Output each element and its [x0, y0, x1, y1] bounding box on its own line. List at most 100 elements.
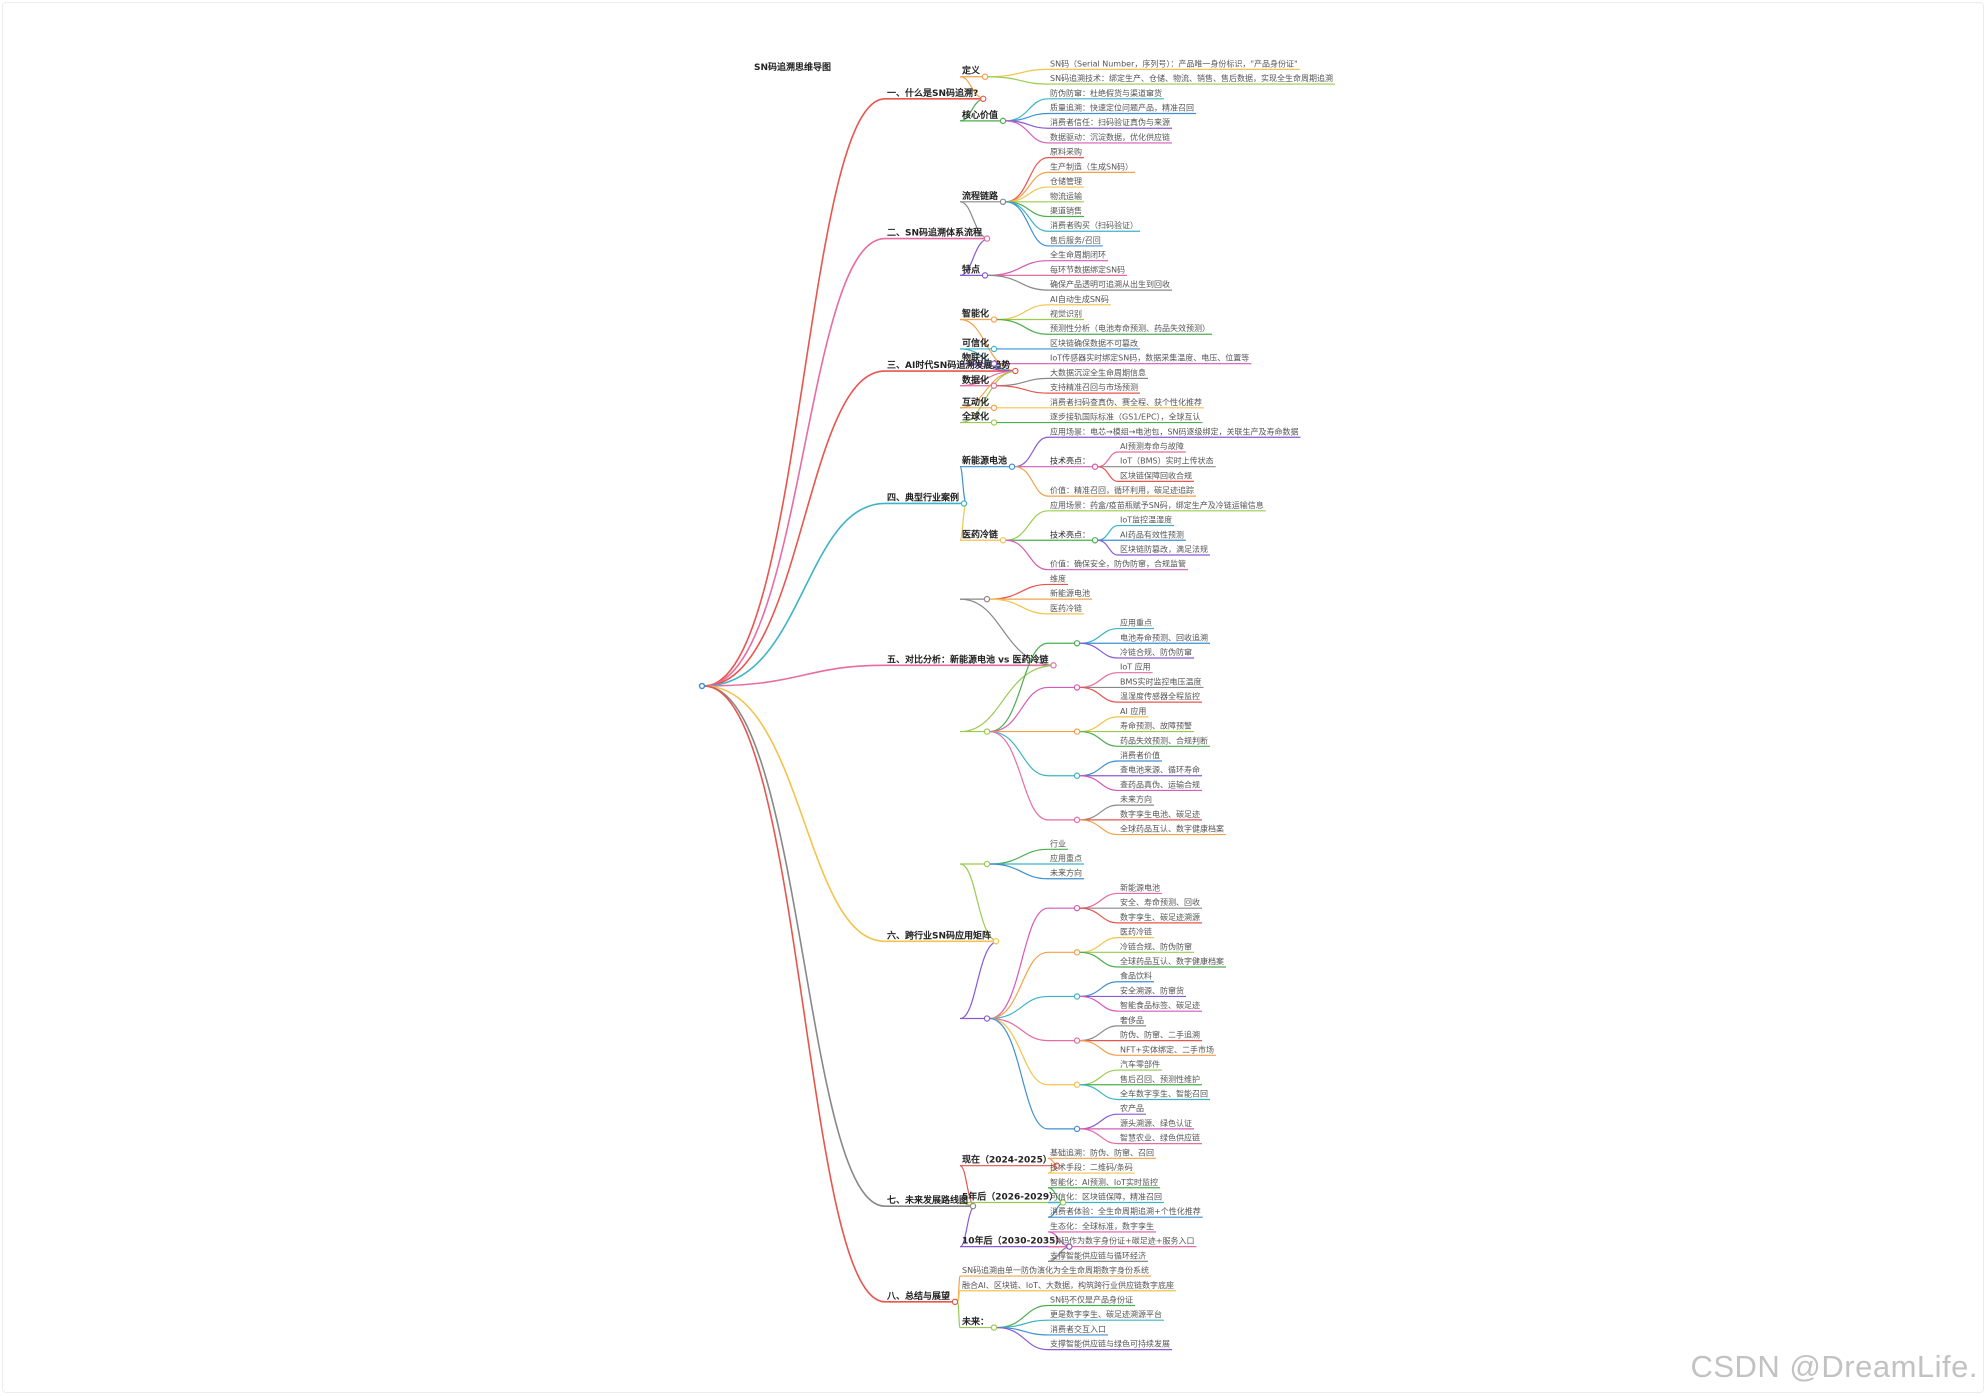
leaf-node[interactable]: AI 应用	[1120, 706, 1146, 716]
leaf-node[interactable]: 原料采购	[1050, 147, 1082, 157]
leaf-node[interactable]: 维度	[1050, 573, 1066, 583]
leaf-node[interactable]: 食品饮料	[1120, 971, 1152, 981]
leaf-node[interactable]: 售后召回、预测性维护	[1120, 1074, 1200, 1084]
topic-node[interactable]: 七、未来发展路线图	[887, 1194, 968, 1206]
collapse-toggle[interactable]	[983, 860, 991, 868]
collapse-toggle[interactable]	[983, 235, 991, 242]
topic-node[interactable]: 医药冷链	[962, 528, 999, 540]
leaf-node[interactable]: AI自动生成SN码	[1050, 294, 1109, 304]
leaf-node[interactable]: IoT 应用	[1120, 662, 1151, 672]
leaf-node[interactable]: 新能源电池	[1120, 882, 1160, 892]
leaf-node[interactable]: 逐步接轨国际标准（GS1/EPC），全球互认	[1050, 412, 1201, 422]
leaf-node[interactable]: 确保产品透明可追溯从出生到回收	[1050, 279, 1170, 289]
root-node[interactable]	[698, 682, 706, 690]
leaf-node[interactable]: SN码作为数字身份证+碳足迹+服务入口	[1050, 1236, 1194, 1246]
leaf-node[interactable]: 消费者体验：全生命周期追溯+个性化推荐	[1050, 1206, 1201, 1216]
leaf-node[interactable]: SN码不仅是产品身份证	[1050, 1294, 1133, 1304]
collapse-toggle[interactable]	[990, 316, 998, 323]
topic-node[interactable]: 核心价值	[962, 109, 998, 121]
leaf-node[interactable]: 温湿度传感器全程监控	[1120, 691, 1200, 701]
topic-node[interactable]: 现在（2024-2025）	[962, 1154, 1052, 1166]
leaf-node[interactable]: 新能源电池	[1050, 588, 1090, 598]
leaf-node[interactable]: IoT（BMS）实时上传状态	[1120, 456, 1214, 466]
leaf-node[interactable]: NFT+实体绑定、二手市场	[1120, 1044, 1214, 1054]
leaf-node[interactable]: 质量追溯：快速定位问题产品，精准召回	[1050, 103, 1194, 113]
leaf-node[interactable]: IoT传感器实时绑定SN码，数据采集温度、电压、位置等	[1050, 353, 1249, 363]
leaf-node[interactable]: 物流运输	[1050, 191, 1082, 201]
leaf-node[interactable]: 寿命预测、故障预警	[1120, 721, 1192, 731]
leaf-node[interactable]: 冷链合规、防伪防窜	[1120, 941, 1192, 951]
collapse-toggle[interactable]	[980, 95, 987, 102]
leaf-node[interactable]: 支撑智能供应链与循环经济	[1050, 1250, 1146, 1260]
leaf-node[interactable]: 技术手段：二维码/条码	[1050, 1162, 1133, 1172]
leaf-node[interactable]: 渠道销售	[1050, 206, 1082, 216]
collapse-toggle[interactable]	[983, 1015, 991, 1022]
leaf-node[interactable]: 基础追溯：防伪、防窜、召回	[1050, 1147, 1154, 1157]
leaf-node[interactable]: 未来方向	[1050, 868, 1082, 878]
topic-node[interactable]: 三、AI时代SN码追溯发展趋势	[887, 359, 1010, 371]
topic-node[interactable]: 技术亮点：	[1050, 456, 1090, 466]
leaf-node[interactable]: 消费者购买（扫码验证）	[1050, 220, 1138, 230]
collapse-toggle[interactable]	[1008, 463, 1016, 470]
leaf-node[interactable]: 消费者信任：扫码验证真伪与来源	[1050, 117, 1170, 127]
collapse-toggle[interactable]	[1073, 949, 1081, 956]
collapse-toggle[interactable]	[999, 537, 1007, 544]
leaf-node[interactable]: 应用场景：电芯→模组→电池包，SN码逐级绑定，关联生产及寿命数据	[1050, 426, 1298, 436]
leaf-node[interactable]: 防伪、防窜、二手追溯	[1120, 1030, 1200, 1040]
leaf-node[interactable]: 电池寿命预测、回收追溯	[1120, 632, 1208, 642]
collapse-toggle[interactable]	[1073, 904, 1081, 912]
leaf-node[interactable]: 消费者价值	[1120, 750, 1160, 760]
leaf-node[interactable]: 预测性分析（电池寿命预测、药品失效预测）	[1050, 323, 1210, 333]
leaf-node[interactable]: 支持精准召回与市场预测	[1050, 382, 1138, 392]
leaf-node[interactable]: 奢侈品	[1120, 1015, 1144, 1025]
leaf-node[interactable]: 消费者扫码查真伪、赛全程、获个性化推荐	[1050, 397, 1202, 407]
leaf-node[interactable]: 消费者交互入口	[1050, 1324, 1106, 1334]
collapse-toggle[interactable]	[992, 938, 1000, 945]
leaf-node[interactable]: 支撑智能供应链与绿色可持续发展	[1050, 1339, 1170, 1349]
topic-node[interactable]: 八、总结与展望	[886, 1290, 950, 1302]
topic-node[interactable]: 四、典型行业案例	[887, 491, 959, 503]
leaf-node[interactable]: 未来方向	[1120, 794, 1152, 804]
topic-node[interactable]: 10年后（2030-2035）	[962, 1235, 1064, 1247]
collapse-toggle[interactable]	[969, 1202, 977, 1210]
collapse-toggle[interactable]	[1050, 662, 1057, 669]
collapse-toggle[interactable]	[1073, 1125, 1081, 1133]
leaf-node[interactable]: 视觉识别	[1050, 309, 1082, 319]
collapse-toggle[interactable]	[1073, 640, 1081, 647]
leaf-node[interactable]: 智能食品标签、碳足迹	[1120, 1000, 1200, 1010]
leaf-node[interactable]: 源头溯源、绿色认证	[1120, 1118, 1192, 1128]
collapse-toggle[interactable]	[1066, 1243, 1073, 1250]
topic-node[interactable]: 智能化	[962, 308, 989, 320]
leaf-node[interactable]: 区块链确保数据不可篡改	[1050, 338, 1138, 348]
topic-node[interactable]: 特点	[962, 263, 980, 275]
topic-node[interactable]: 全球化	[961, 411, 989, 423]
leaf-node[interactable]: 区块链保障回收合规	[1120, 470, 1192, 480]
leaf-node[interactable]: AI药品有效性预测	[1120, 529, 1184, 539]
leaf-node[interactable]: 融合AI、区块链、IoT、大数据，构筑跨行业供应链数字底座	[962, 1280, 1174, 1290]
collapse-toggle[interactable]	[990, 404, 998, 412]
leaf-node[interactable]: 医药冷链	[1050, 603, 1082, 613]
collapse-toggle[interactable]	[1073, 728, 1081, 735]
collapse-toggle[interactable]	[1073, 1037, 1081, 1044]
topic-node[interactable]: 定义	[961, 65, 981, 77]
leaf-node[interactable]: 全球药品互认、数字健康档案	[1120, 956, 1224, 966]
collapse-toggle[interactable]	[960, 500, 968, 507]
leaf-node[interactable]: 数据驱动：沉淀数据，优化供应链	[1050, 132, 1170, 142]
collapse-toggle[interactable]	[990, 360, 998, 367]
leaf-node[interactable]: 仓储管理	[1050, 176, 1082, 186]
collapse-toggle[interactable]	[990, 382, 998, 389]
topic-node[interactable]: 未来：	[961, 1316, 989, 1328]
collapse-toggle[interactable]	[1073, 993, 1081, 1000]
leaf-node[interactable]: 全生命周期闭环	[1050, 250, 1106, 260]
leaf-node[interactable]: 全球药品互认、数字健康档案	[1120, 824, 1224, 834]
collapse-toggle[interactable]	[1073, 816, 1081, 824]
collapse-toggle[interactable]	[1073, 684, 1081, 691]
collapse-toggle[interactable]	[981, 272, 989, 279]
leaf-node[interactable]: 每环节数据绑定SN码	[1050, 264, 1125, 274]
topic-node[interactable]: 互动化	[962, 396, 989, 408]
collapse-toggle[interactable]	[1091, 537, 1099, 544]
topic-node[interactable]: 5年后（2026-2029）	[962, 1190, 1058, 1202]
collapse-toggle[interactable]	[1012, 367, 1019, 375]
collapse-toggle[interactable]	[981, 73, 989, 80]
topic-node[interactable]: 二、SN码追溯体系流程	[887, 227, 982, 239]
